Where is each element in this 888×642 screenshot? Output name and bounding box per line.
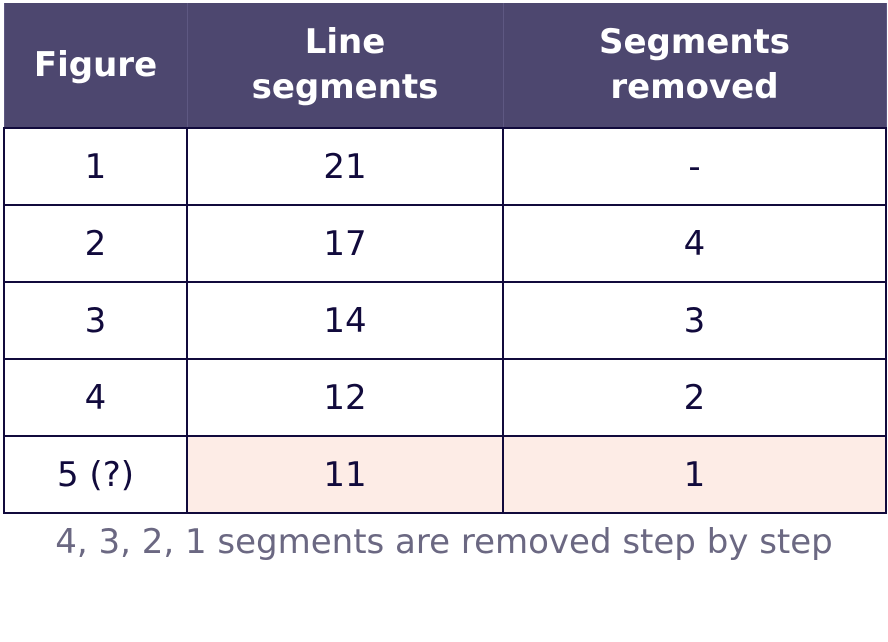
cell-line-segments: 14 — [186, 281, 504, 360]
cell-line-segments-highlighted: 11 — [186, 435, 504, 514]
cell-segments-removed: - — [502, 127, 887, 206]
cell-figure: 2 — [3, 204, 188, 283]
table-row: 1 21 - — [3, 127, 887, 206]
table-caption: 4, 3, 2, 1 segments are removed step by … — [55, 522, 833, 562]
header-segments-removed-line2: removed — [610, 67, 779, 107]
header-segments-removed: Segments removed — [502, 3, 887, 128]
header-segments-removed-line1: Segments — [598, 22, 791, 62]
cell-figure: 4 — [3, 358, 188, 437]
table-header: Figure Line segments Segments removed — [3, 3, 887, 128]
cell-figure: 1 — [3, 127, 188, 206]
cell-line-segments: 21 — [186, 127, 504, 206]
cell-segments-removed: 2 — [502, 358, 887, 437]
table-row: 5 (?) 11 1 — [3, 435, 887, 514]
header-row: Figure Line segments Segments removed — [3, 3, 887, 128]
cell-segments-removed-highlighted: 1 — [502, 435, 887, 514]
cell-line-segments: 17 — [186, 204, 504, 283]
cell-figure: 5 (?) — [3, 435, 188, 514]
table-row: 2 17 4 — [3, 204, 887, 283]
header-line-segments: Line segments — [186, 3, 504, 128]
cell-segments-removed: 4 — [502, 204, 887, 283]
cell-figure: 3 — [3, 281, 188, 360]
cell-segments-removed: 3 — [502, 281, 887, 360]
cell-line-segments: 12 — [186, 358, 504, 437]
table-body: 1 21 - 2 17 4 3 14 3 4 12 2 5 (?) 11 — [3, 127, 887, 514]
header-figure: Figure — [3, 3, 188, 128]
table-row: 3 14 3 — [3, 281, 887, 360]
header-line-segments-line2: segments — [251, 67, 439, 107]
table-row: 4 12 2 — [3, 358, 887, 437]
header-line-segments-line1: Line — [304, 22, 386, 62]
